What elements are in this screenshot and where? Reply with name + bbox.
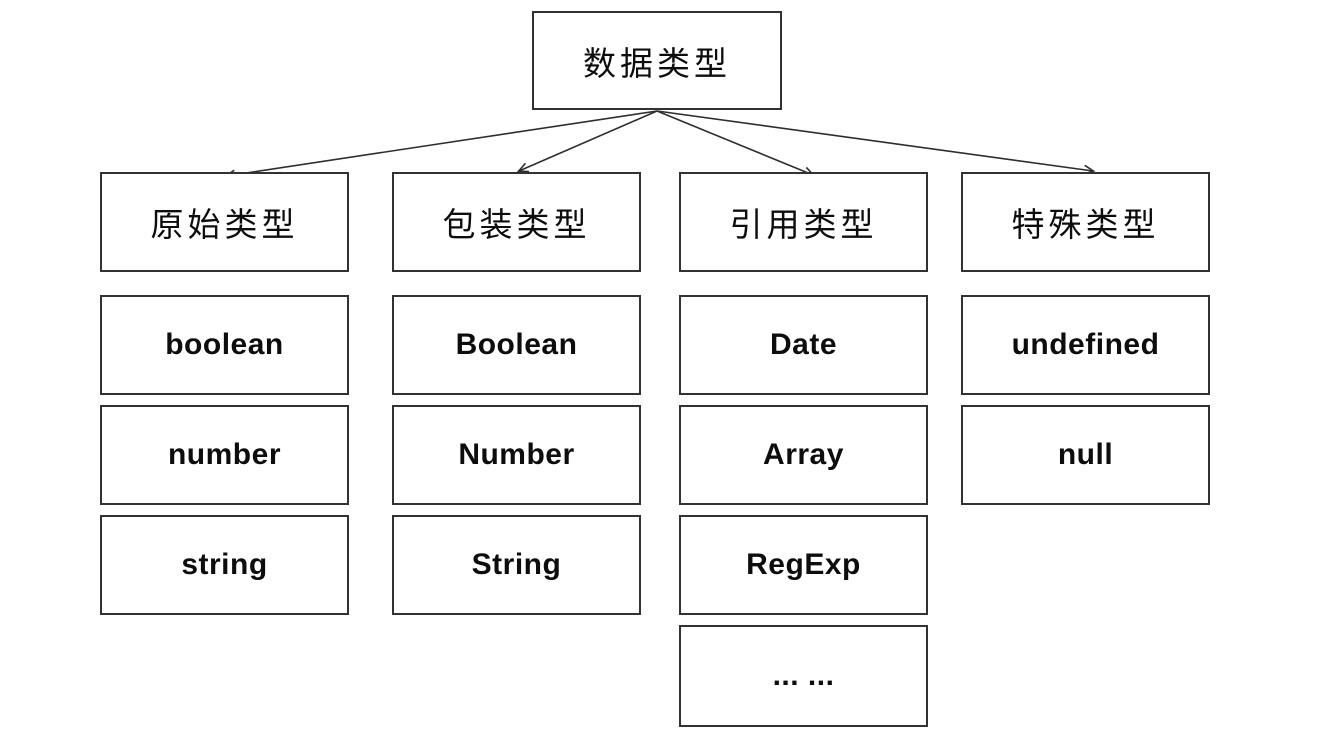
node-special-types: 特殊类型	[961, 172, 1210, 272]
node-primitive-string: string	[100, 515, 349, 615]
node-wrapper-number: Number	[392, 405, 641, 505]
node-reference-regexp: RegExp	[679, 515, 928, 615]
node-reference-date: Date	[679, 295, 928, 395]
node-wrapper-string: String	[392, 515, 641, 615]
node-reference-types: 引用类型	[679, 172, 928, 272]
node-data-types: 数据类型	[532, 11, 782, 110]
edge-root-to-wrapper	[516, 110, 658, 173]
edge-root-to-special	[656, 110, 1096, 175]
node-wrapper-boolean: Boolean	[392, 295, 641, 395]
node-wrapper-types: 包装类型	[392, 172, 641, 272]
node-primitive-types: 原始类型	[100, 172, 349, 272]
node-primitive-boolean: boolean	[100, 295, 349, 395]
node-special-undefined: undefined	[961, 295, 1210, 395]
node-reference-ellipsis: ... ...	[679, 625, 928, 727]
node-primitive-number: number	[100, 405, 349, 505]
edge-root-to-reference	[656, 110, 816, 177]
edge-root-to-primitive	[223, 110, 658, 180]
node-special-null: null	[961, 405, 1210, 505]
node-reference-array: Array	[679, 405, 928, 505]
